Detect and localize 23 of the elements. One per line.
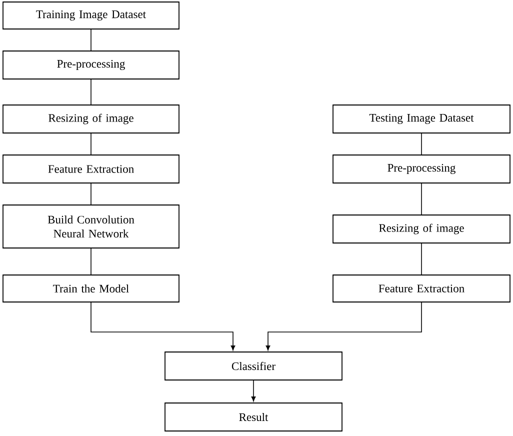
process-box: Feature Extraction [2, 154, 180, 184]
connector-line [421, 243, 422, 275]
arrow [266, 302, 422, 350]
connector-line [421, 133, 422, 155]
connector-line [90, 133, 92, 155]
process-box: Pre-processing [332, 154, 510, 184]
process-box: Testing Image Dataset [332, 104, 510, 134]
connector-line [90, 29, 92, 51]
process-box: Resizing of image [332, 214, 510, 244]
arrow [251, 380, 256, 402]
connector-line [90, 183, 92, 205]
process-box: Feature Extraction [332, 274, 510, 302]
process-box: Build Convolution Neural Network [2, 204, 180, 248]
arrow [90, 302, 236, 350]
connector-line [90, 248, 92, 275]
process-box: Resizing of image [2, 104, 180, 134]
process-box: Training Image Dataset [2, 2, 180, 30]
connector-line [421, 183, 422, 215]
process-box: Pre-processing [2, 50, 180, 80]
process-box: Train the Model [2, 274, 180, 302]
connector-line [90, 79, 92, 105]
process-box: Result [164, 402, 342, 432]
process-box: Classifier [164, 352, 342, 380]
